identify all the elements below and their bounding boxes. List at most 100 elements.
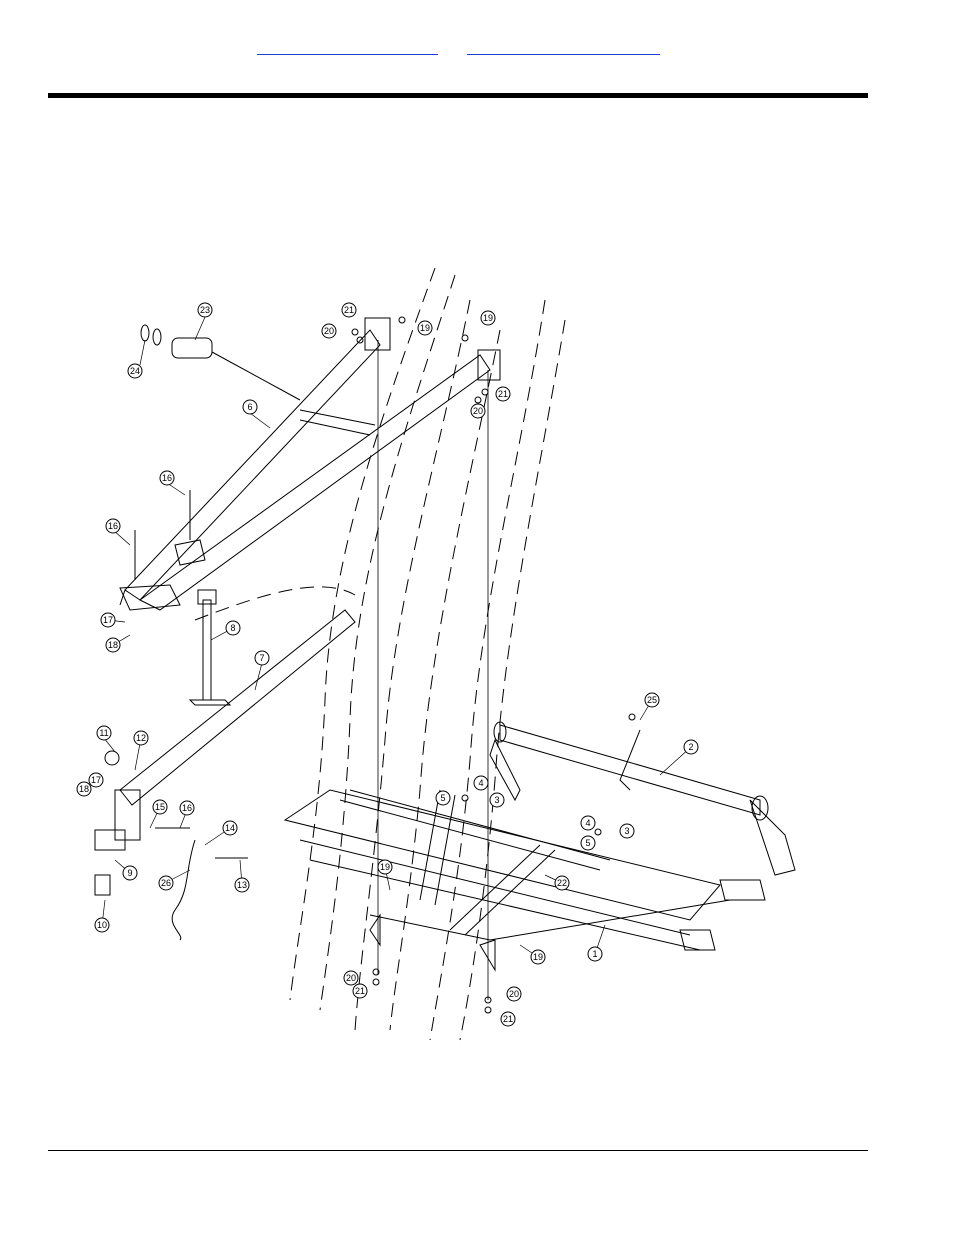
svg-text:4: 4 [478, 778, 483, 788]
svg-text:11: 11 [99, 728, 108, 738]
jack-stand [188, 589, 232, 706]
main-frame [283, 789, 766, 972]
leader-lines [101, 316, 692, 958]
svg-text:21: 21 [498, 389, 508, 399]
callout-7: 7 [254, 650, 270, 666]
svg-text:25: 25 [647, 695, 657, 705]
callout-13: 13 [234, 877, 250, 893]
svg-text:22: 22 [557, 878, 567, 888]
break-lines [194, 267, 566, 1041]
footer-rule [48, 1150, 868, 1151]
callout-16a: 16 [159, 470, 175, 486]
callout-19b: 19 [480, 310, 496, 326]
callout-20a: 20 [321, 323, 337, 339]
callout-15: 15 [152, 799, 168, 815]
svg-text:5: 5 [585, 838, 590, 848]
callout-10: 10 [94, 917, 110, 933]
svg-text:24: 24 [130, 366, 140, 376]
callout-21d: 21 [500, 1011, 516, 1027]
callout-labels: 1 2 3 3 4 4 5 5 6 7 8 9 10 11 12 13 14 1… [76, 302, 699, 1027]
svg-text:4: 4 [585, 818, 590, 828]
callout-26: 26 [158, 875, 174, 891]
svg-text:21: 21 [503, 1014, 513, 1024]
callout-25: 25 [644, 692, 660, 708]
callout-18b: 18 [76, 781, 92, 797]
callout-11: 11 [96, 725, 112, 741]
callout-19a: 19 [417, 320, 433, 336]
callout-18a: 18 [105, 637, 121, 653]
callout-8: 8 [225, 620, 241, 636]
callout-21a: 21 [341, 302, 357, 318]
svg-text:16: 16 [162, 473, 172, 483]
callout-20b: 20 [470, 403, 486, 419]
svg-text:14: 14 [225, 823, 235, 833]
callout-4a: 4 [473, 775, 489, 791]
svg-text:21: 21 [344, 305, 354, 315]
safety-chain [171, 839, 196, 941]
callout-3a: 3 [489, 792, 505, 808]
svg-text:3: 3 [624, 826, 629, 836]
svg-text:18: 18 [108, 640, 118, 650]
svg-text:10: 10 [97, 920, 107, 930]
svg-text:15: 15 [155, 802, 165, 812]
svg-text:19: 19 [420, 323, 430, 333]
svg-text:26: 26 [161, 878, 171, 888]
nav-link-1[interactable] [257, 40, 438, 55]
svg-text:21: 21 [355, 986, 365, 996]
nav-link-2[interactable] [467, 40, 660, 55]
svg-text:23: 23 [200, 305, 210, 315]
callout-22: 22 [554, 875, 570, 891]
callout-14: 14 [222, 820, 238, 836]
extension-tongue [94, 609, 356, 896]
svg-text:16: 16 [108, 521, 118, 531]
svg-text:7: 7 [259, 653, 264, 663]
rock-shaft [489, 721, 796, 876]
svg-text:8: 8 [230, 623, 235, 633]
svg-text:6: 6 [247, 402, 252, 412]
callout-1: 1 [587, 946, 603, 962]
header-rule [48, 93, 868, 98]
svg-text:1: 1 [592, 949, 597, 959]
svg-text:18: 18 [79, 784, 89, 794]
callout-12: 12 [133, 730, 149, 746]
svg-text:2: 2 [688, 742, 693, 752]
callout-4b: 4 [580, 815, 596, 831]
callout-16c: 16 [179, 800, 195, 816]
callout-17a: 17 [100, 612, 116, 628]
callout-3b: 3 [619, 823, 635, 839]
callout-5a: 5 [435, 790, 451, 806]
callout-21c: 21 [352, 983, 368, 999]
svg-text:17: 17 [103, 615, 113, 625]
callout-19d: 19 [530, 949, 546, 965]
callout-20c: 20 [343, 970, 359, 986]
callout-23: 23 [197, 302, 213, 318]
svg-text:19: 19 [380, 862, 390, 872]
svg-text:5: 5 [440, 793, 445, 803]
svg-text:19: 19 [483, 313, 493, 323]
callout-6: 6 [242, 399, 258, 415]
mounting-hardware [104, 316, 636, 1014]
svg-text:3: 3 [494, 795, 499, 805]
callout-24: 24 [127, 363, 143, 379]
svg-text:20: 20 [473, 406, 483, 416]
svg-text:20: 20 [324, 326, 334, 336]
svg-text:9: 9 [127, 868, 132, 878]
svg-text:16: 16 [182, 803, 192, 813]
svg-text:17: 17 [91, 775, 101, 785]
svg-text:20: 20 [346, 973, 356, 983]
svg-text:20: 20 [509, 989, 519, 999]
spring-cylinder [140, 324, 301, 401]
callout-17b: 17 [88, 772, 104, 788]
svg-text:13: 13 [237, 880, 247, 890]
top-links [0, 40, 954, 56]
callout-20d: 20 [506, 986, 522, 1002]
callout-19c: 19 [377, 859, 393, 875]
svg-text:19: 19 [533, 952, 543, 962]
callout-21b: 21 [495, 386, 511, 402]
callout-16b: 16 [105, 518, 121, 534]
bolts [134, 490, 248, 859]
callout-2: 2 [683, 739, 699, 755]
callout-5b: 5 [580, 835, 596, 851]
svg-text:12: 12 [136, 733, 146, 743]
